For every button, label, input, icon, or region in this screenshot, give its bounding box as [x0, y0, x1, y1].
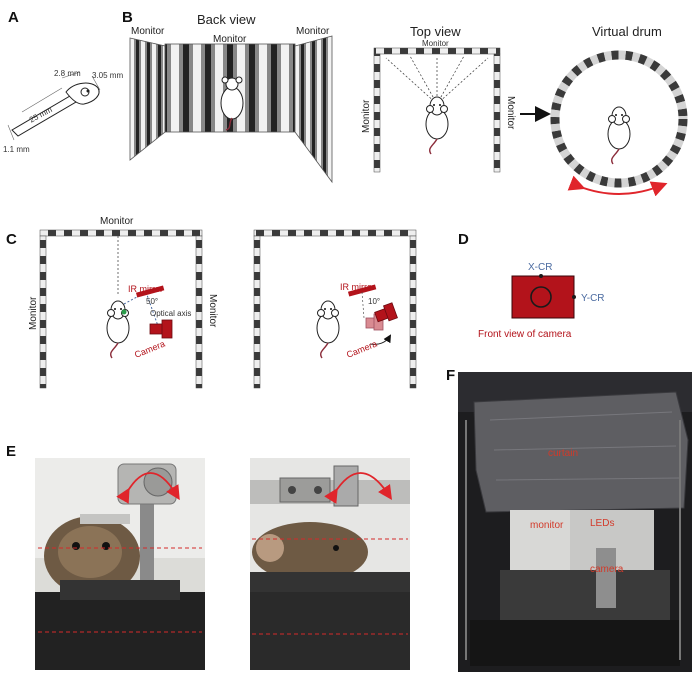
c-monitor-top-label: Monitor — [100, 216, 134, 227]
c-angle-10: 10° — [368, 297, 380, 306]
x-cr-label: X-CR — [528, 262, 552, 273]
c-ir-mirror-label-1: IR mirror — [128, 284, 163, 294]
leds-label: LEDs — [590, 518, 614, 529]
top-view-diagram — [373, 47, 501, 173]
monitor-label: monitor — [530, 520, 564, 531]
virtual-drum-title: Virtual drum — [592, 24, 662, 39]
back-view-monitors — [129, 35, 333, 184]
back-monitor-left-label: Monitor — [131, 26, 165, 37]
c-camera-label-2: Camera — [345, 339, 378, 360]
dim-2-8mm: 2.8 mm — [54, 69, 81, 78]
panel-label-f: F — [446, 367, 455, 384]
photo-e-left — [35, 458, 205, 670]
panel-c-left-diagram — [39, 229, 203, 389]
camera-front-caption: Front view of camera — [478, 329, 572, 340]
back-monitor-right-label: Monitor — [296, 26, 330, 37]
panel-label-e: E — [6, 443, 16, 460]
photo-e-right — [250, 458, 410, 670]
back-view-title: Back view — [197, 12, 256, 27]
back-monitor-center-label: Monitor — [213, 34, 247, 45]
dim-3-05mm: 3.05 mm — [92, 71, 123, 80]
camera-front-view — [511, 274, 576, 319]
top-monitor-top-label: Monitor — [422, 39, 449, 48]
panel-label-c: C — [6, 231, 17, 248]
c-monitor-left-label: Monitor — [28, 296, 39, 330]
top-monitor-left-label: Monitor — [361, 99, 372, 133]
c-ir-mirror-label-2: IR mirror — [340, 282, 375, 292]
virtual-drum-diagram — [550, 50, 688, 197]
top-view-title: Top view — [410, 24, 461, 39]
curtain-label: curtain — [548, 448, 578, 459]
c-angle-50: 50° — [146, 297, 158, 306]
panel-label-b: B — [122, 9, 133, 26]
y-cr-label: Y-CR — [581, 293, 605, 304]
photo-f — [458, 372, 692, 672]
c-optical-axis-label: Optical axis — [150, 309, 191, 318]
c-camera-label-1: Camera — [133, 339, 166, 360]
panel-c-right-diagram — [253, 229, 417, 389]
panel-label-a: A — [8, 9, 19, 26]
panel-label-d: D — [458, 231, 469, 248]
dim-1-1mm: 1.1 mm — [3, 145, 30, 154]
top-monitor-right-label: Monitor — [505, 96, 516, 130]
camera-label: camera — [590, 564, 624, 575]
c-monitor-right-label: Monitor — [207, 294, 218, 328]
headplate-drawing — [7, 71, 101, 141]
